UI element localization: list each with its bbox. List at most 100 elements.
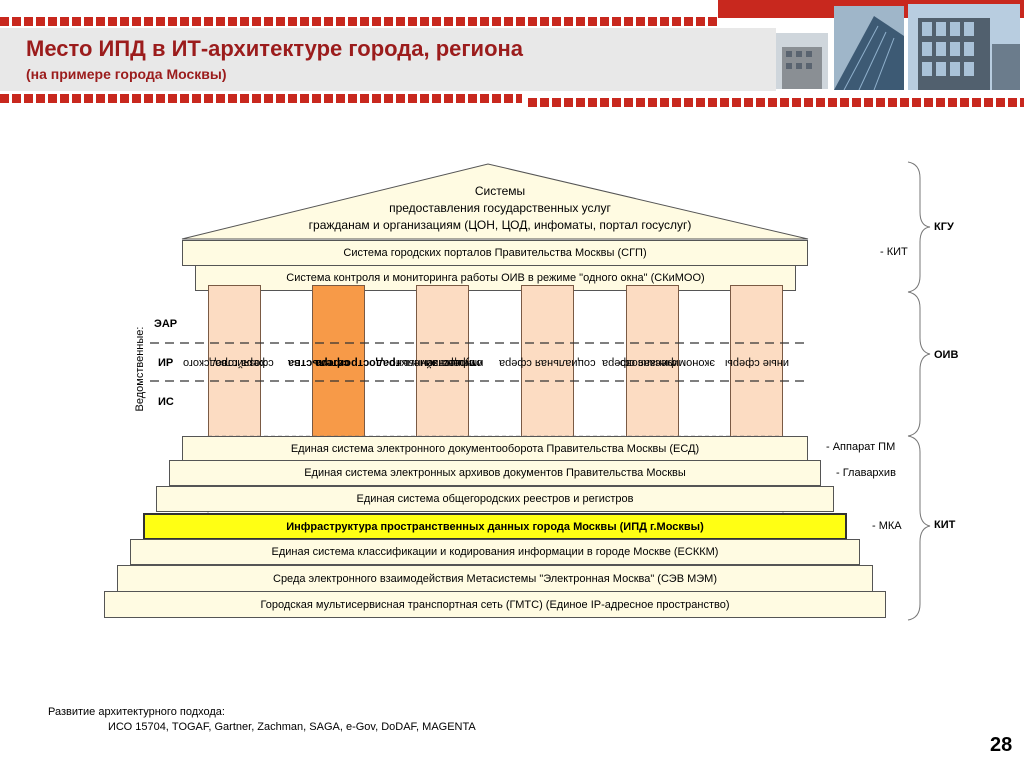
level-eaр: ЭАР	[154, 318, 178, 330]
header-dash	[468, 17, 477, 26]
header-dash	[504, 94, 513, 103]
header-dash	[276, 94, 285, 103]
header-dash	[324, 94, 333, 103]
header-dash	[432, 17, 441, 26]
level-ir: ИР	[158, 357, 174, 369]
header-dash	[192, 94, 201, 103]
header-dash	[336, 94, 345, 103]
header-dash	[288, 94, 297, 103]
roof-line-1: Системы	[474, 184, 526, 198]
header-dash	[408, 17, 417, 26]
footer-line-2: ИСО 15704, TOGAF, Gartner, Zachman, SAGA…	[108, 721, 476, 733]
header-dash	[672, 17, 681, 26]
header-dash	[468, 94, 477, 103]
pillar-inye-sfery: иные сферы	[725, 285, 789, 441]
bottom-bar-archives: Единая система электронных архивов докум…	[169, 460, 821, 486]
header-dash	[924, 98, 933, 107]
header-dash	[528, 98, 537, 107]
header-dash	[624, 17, 633, 26]
header-dash	[624, 98, 633, 107]
page-number: 28	[990, 734, 1013, 756]
header-dash	[12, 17, 21, 26]
page-subtitle: (на примере города Москвы)	[26, 66, 227, 82]
header-dash	[612, 98, 621, 107]
header-dash	[204, 94, 213, 103]
header-dash	[348, 94, 357, 103]
header-dash	[660, 17, 669, 26]
group-oiv: ОИВ	[934, 349, 959, 361]
header-dashes-top	[0, 17, 717, 26]
header-dash	[696, 17, 705, 26]
header-dash	[168, 17, 177, 26]
header-dash	[360, 17, 369, 26]
header-dash	[1008, 98, 1017, 107]
header-dash	[132, 17, 141, 26]
header-dash	[492, 17, 501, 26]
roof-line-2: предоставления государственных услуг	[389, 201, 611, 215]
header-dash	[24, 94, 33, 103]
header-dash	[744, 98, 753, 107]
header-dash	[132, 94, 141, 103]
header-dash	[228, 94, 237, 103]
header-dash	[24, 17, 33, 26]
header-dash	[12, 94, 21, 103]
header-dash	[288, 17, 297, 26]
header-dash	[768, 98, 777, 107]
header-dash	[600, 98, 609, 107]
header-dash	[120, 17, 129, 26]
header-dash	[252, 94, 261, 103]
header-dash	[636, 98, 645, 107]
header-dash	[384, 94, 393, 103]
header-dash	[264, 17, 273, 26]
building-photo-1	[776, 33, 828, 89]
header-dash	[240, 94, 249, 103]
footer-line-1: Развитие архитектурного подхода:	[48, 706, 225, 718]
pillar-finansovo-ekonomicheskaya: финансово-экономическая сфера	[602, 285, 715, 441]
header-dash	[984, 98, 993, 107]
header-dash	[312, 17, 321, 26]
header-dash	[192, 17, 201, 26]
header-dash	[684, 98, 693, 107]
header-dash	[720, 98, 729, 107]
header-dash	[588, 17, 597, 26]
bottom-bar-gmts: Городская мультисервисная транспортная с…	[104, 591, 886, 618]
header-dash	[360, 94, 369, 103]
header-dash	[372, 94, 381, 103]
note-glavarhiv: - Главархив	[836, 467, 896, 479]
header-dash	[708, 98, 717, 107]
group-kgu: КГУ	[934, 221, 954, 233]
header-dash	[732, 98, 741, 107]
header-dash	[84, 17, 93, 26]
header-dash	[648, 17, 657, 26]
header-dash	[552, 17, 561, 26]
header-dash	[144, 17, 153, 26]
header-dash	[540, 17, 549, 26]
bottom-bar-sev-mem: Среда электронного взаимодействия Метаси…	[117, 565, 873, 592]
note-apparat-pm: - Аппарат ПМ	[826, 441, 896, 453]
header-dash	[600, 17, 609, 26]
header-dash	[576, 17, 585, 26]
bottom-bar-registers: Единая система общегородских реестров и …	[156, 486, 834, 512]
header-dash	[648, 98, 657, 107]
header-dash	[216, 94, 225, 103]
header-dash	[996, 98, 1005, 107]
header-dash	[780, 98, 789, 107]
header-dash	[456, 94, 465, 103]
header-dash	[120, 94, 129, 103]
header-dash	[672, 98, 681, 107]
header-dash	[156, 94, 165, 103]
header-dash	[1020, 98, 1024, 107]
header-dashes-bottom-left	[0, 94, 522, 103]
note-kit: - КИТ	[880, 246, 908, 258]
header-dash	[564, 17, 573, 26]
header-dash	[276, 17, 285, 26]
header-dash	[60, 94, 69, 103]
header-dash	[384, 17, 393, 26]
header-dash	[396, 94, 405, 103]
header-dash	[816, 98, 825, 107]
header-dash	[444, 17, 453, 26]
header-dash	[48, 17, 57, 26]
header-dash	[576, 98, 585, 107]
header-dashes-bottom-right	[528, 98, 1024, 107]
